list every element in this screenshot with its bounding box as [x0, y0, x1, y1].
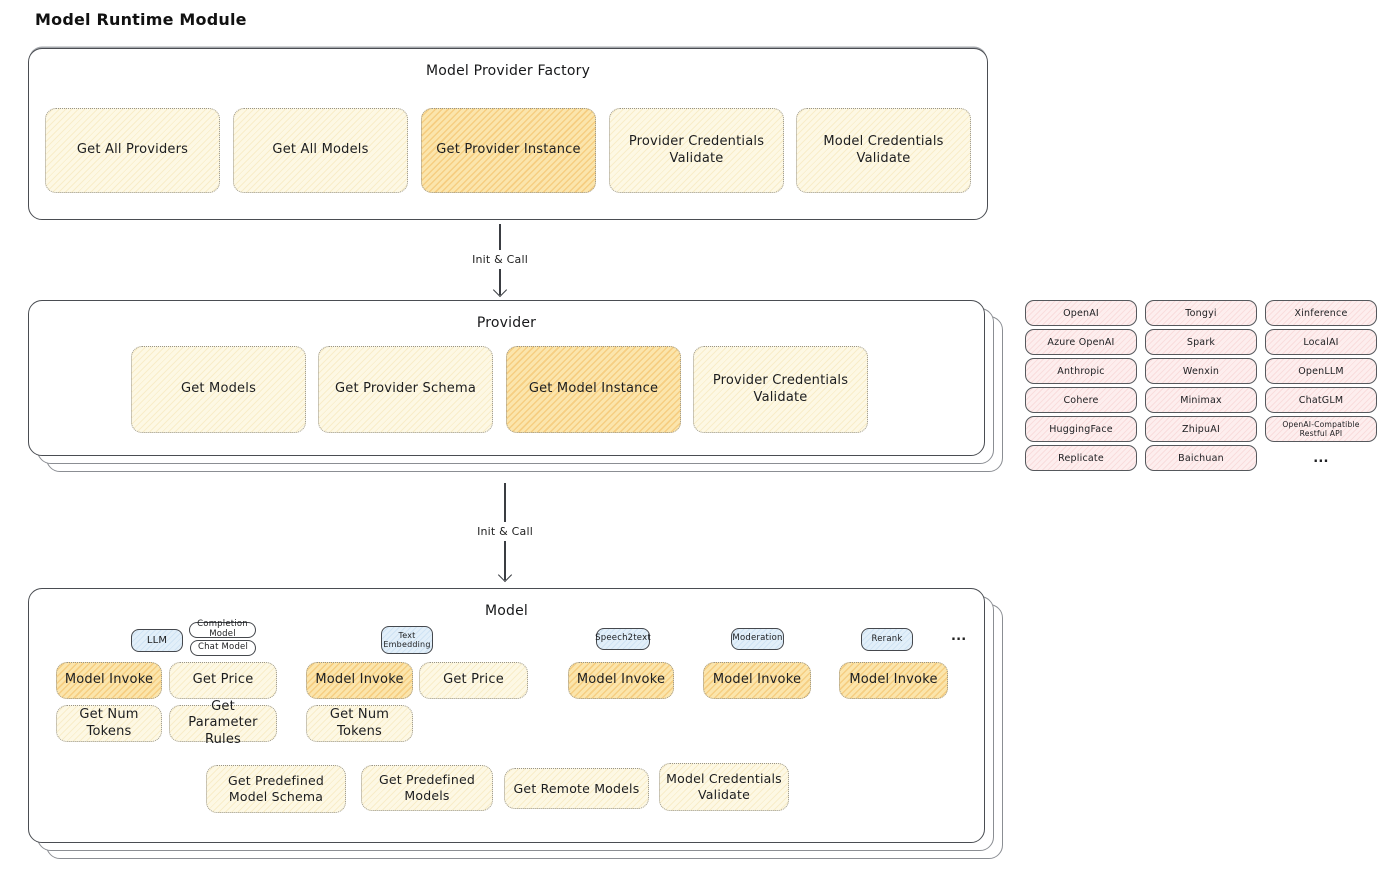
- model-title: Model: [484, 603, 529, 619]
- llm-model-invoke-node: Model Invoke: [56, 662, 162, 699]
- model-card: Model LLM Completion Model Chat Model Te…: [28, 588, 985, 843]
- provider-item-azure-openai: Azure OpenAI: [1025, 329, 1137, 355]
- arrow-line: [504, 541, 506, 580]
- provider-item-spark: Spark: [1145, 329, 1257, 355]
- get-predefined-models-node: Get Predefined Models: [361, 765, 493, 811]
- text-embedding-get-num-tokens-node: Get Num Tokens: [306, 705, 413, 742]
- provider-item-tongyi: Tongyi: [1145, 300, 1257, 326]
- arrow-line: [499, 269, 501, 295]
- provider-item-wenxin: Wenxin: [1145, 358, 1257, 384]
- provider-item-baichuan: Baichuan: [1145, 445, 1257, 471]
- model-credentials-validate-node: Model Credentials Validate: [659, 763, 789, 811]
- init-call-arrow-1: Init & Call: [470, 224, 530, 298]
- provider-get-model-instance-node: Get Model Instance: [506, 346, 681, 433]
- provider-item-openllm: OpenLLM: [1265, 358, 1377, 384]
- provider-item-replicate: Replicate: [1025, 445, 1137, 471]
- llm-get-price-node: Get Price: [169, 662, 277, 699]
- arrow-line: [499, 224, 501, 250]
- arrow-label: Init & Call: [472, 253, 528, 266]
- provider-card: Provider Get Models Get Provider Schema …: [28, 300, 985, 456]
- factory-model-credentials-validate-node: Model Credentials Validate: [796, 108, 971, 193]
- provider-item-cohere: Cohere: [1025, 387, 1137, 413]
- provider-item-zhipuai: ZhipuAI: [1145, 416, 1257, 442]
- model-section: Model LLM Completion Model Chat Model Te…: [28, 588, 1003, 859]
- provider-list: OpenAI Tongyi Xinference Azure OpenAI Sp…: [1025, 300, 1377, 471]
- provider-item-openai-compatible-api: OpenAI-Compatible Restful API: [1265, 416, 1377, 442]
- provider-list-more: ...: [1313, 450, 1329, 466]
- arrow-line: [504, 483, 506, 522]
- provider-get-provider-schema-node: Get Provider Schema: [318, 346, 493, 433]
- arrowhead-down-icon: [492, 282, 508, 298]
- factory-card: Model Provider Factory Get All Providers…: [28, 48, 988, 220]
- llm-get-parameter-rules-node: Get Parameter Rules: [169, 699, 277, 747]
- provider-section: Provider Get Models Get Provider Schema …: [28, 300, 1003, 472]
- provider-item-huggingface: HuggingFace: [1025, 416, 1137, 442]
- get-remote-models-node: Get Remote Models: [504, 768, 649, 809]
- provider-item-openai: OpenAI: [1025, 300, 1137, 326]
- provider-item-xinference: Xinference: [1265, 300, 1377, 326]
- chip-speech2text: Speech2text: [595, 628, 651, 650]
- rerank-model-invoke-node: Model Invoke: [839, 662, 948, 699]
- factory-section: Model Provider Factory Get All Providers…: [28, 48, 988, 220]
- provider-title: Provider: [476, 315, 537, 331]
- chip-completion-model: Completion Model: [189, 619, 256, 639]
- speech2text-model-invoke-node: Model Invoke: [568, 662, 674, 699]
- provider-item-chatglm: ChatGLM: [1265, 387, 1377, 413]
- arrow-label: Init & Call: [477, 525, 533, 538]
- factory-get-all-models-node: Get All Models: [233, 108, 408, 193]
- provider-credentials-validate-node: Provider Credentials Validate: [693, 346, 868, 433]
- chip-moderation: Moderation: [731, 628, 784, 650]
- provider-item-minimax: Minimax: [1145, 387, 1257, 413]
- factory-get-provider-instance-node: Get Provider Instance: [421, 108, 596, 193]
- factory-title: Model Provider Factory: [425, 63, 591, 79]
- provider-get-models-node: Get Models: [131, 346, 306, 433]
- init-call-arrow-2: Init & Call: [475, 483, 535, 583]
- chip-text-embedding: Text Embedding: [381, 626, 433, 654]
- model-chips-more: ...: [951, 629, 967, 644]
- chip-llm: LLM: [131, 629, 183, 652]
- chip-chat-model: Chat Model: [190, 640, 256, 656]
- page-title: Model Runtime Module: [35, 10, 247, 29]
- moderation-model-invoke-node: Model Invoke: [703, 662, 811, 699]
- chip-rerank: Rerank: [861, 628, 913, 651]
- factory-provider-credentials-validate-node: Provider Credentials Validate: [609, 108, 784, 193]
- arrowhead-down-icon: [497, 567, 513, 583]
- llm-get-num-tokens-node: Get Num Tokens: [56, 705, 162, 742]
- text-embedding-get-price-node: Get Price: [419, 662, 528, 699]
- provider-item-localai: LocalAI: [1265, 329, 1377, 355]
- factory-get-all-providers-node: Get All Providers: [45, 108, 220, 193]
- text-embedding-model-invoke-node: Model Invoke: [306, 662, 413, 699]
- provider-item-anthropic: Anthropic: [1025, 358, 1137, 384]
- get-predefined-model-schema-node: Get Predefined Model Schema: [206, 765, 346, 813]
